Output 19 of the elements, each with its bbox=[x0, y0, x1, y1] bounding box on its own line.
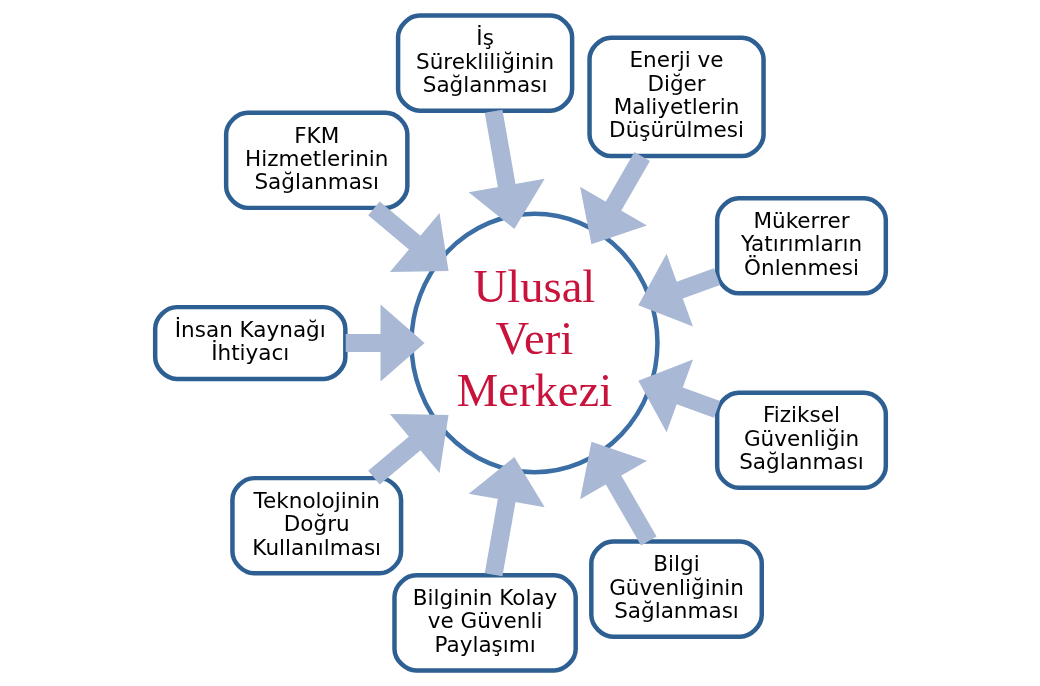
node-box: Enerji ve Diğer Maliyetlerin Düşürülmesi bbox=[586, 35, 766, 159]
arrow bbox=[579, 441, 657, 546]
arrow bbox=[367, 413, 448, 485]
arrow bbox=[345, 304, 425, 382]
arrow bbox=[468, 109, 545, 229]
node-box: Mükerrer Yatırımların Önlenmesi bbox=[714, 196, 888, 296]
arrow bbox=[468, 457, 545, 577]
node-box: Teknolojinin Doğru Kullanılması bbox=[229, 475, 403, 576]
node-box: Fiziksel Güvenliğin Sağlanması bbox=[714, 390, 888, 490]
node-box: İnsan Kaynağı İhtiyacı bbox=[152, 304, 348, 382]
node-box: FKM Hizmetlerinin Sağlanması bbox=[223, 110, 410, 211]
arrow bbox=[579, 151, 650, 245]
arrow bbox=[637, 359, 720, 433]
arrow bbox=[367, 201, 448, 273]
arrow bbox=[637, 253, 720, 327]
node-box: Bilgi Güvenliğinin Sağlanması bbox=[588, 539, 764, 639]
node-circle: Ulusal Veri Merkezi bbox=[408, 211, 660, 475]
node-box: Bilginin Kolay ve Güvenli Paylaşımı bbox=[391, 573, 578, 673]
node-box: İş Sürekliliğinin Sağlanması bbox=[395, 13, 574, 113]
